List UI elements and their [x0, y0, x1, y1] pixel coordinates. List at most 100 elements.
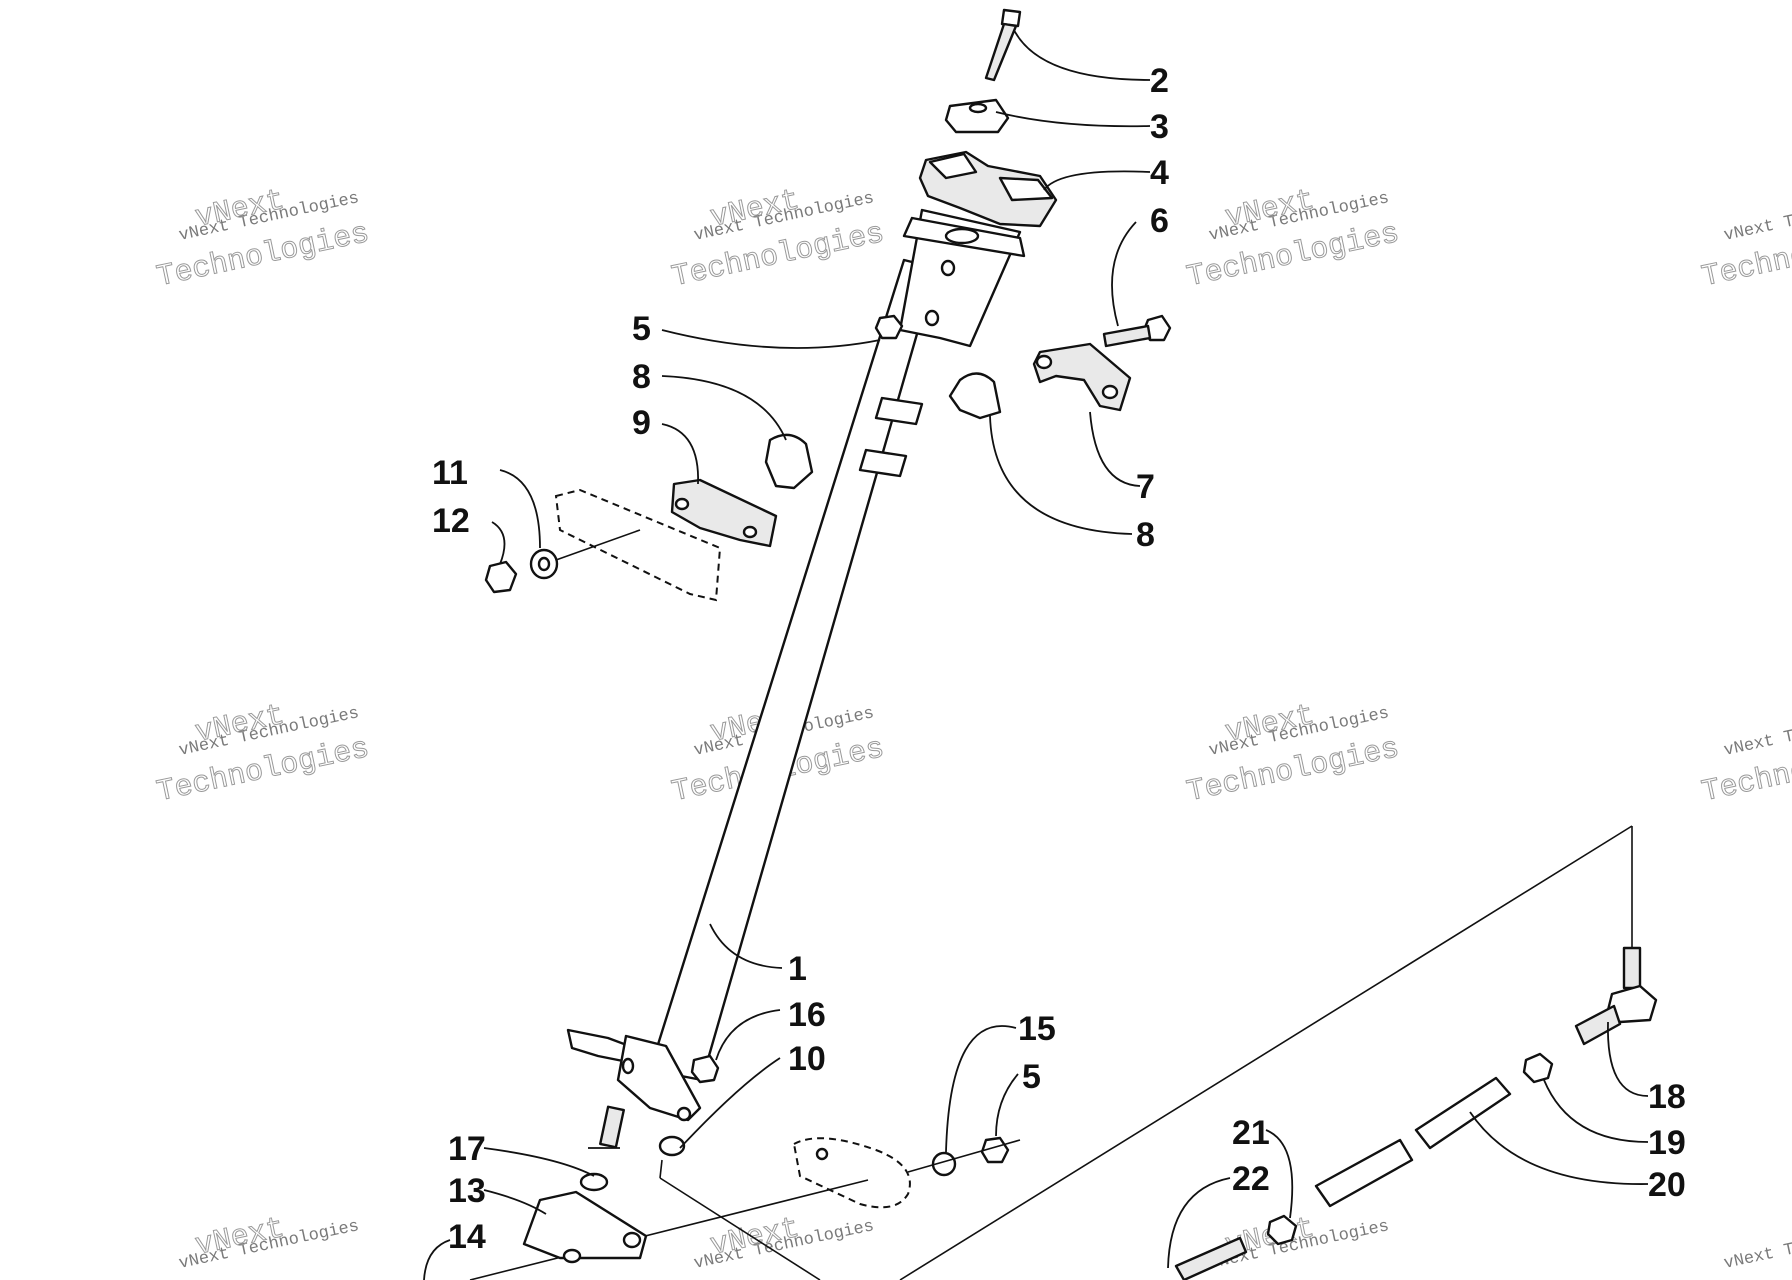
callout-5: 5: [1022, 1058, 1041, 1096]
chassis-plate-reference: [792, 1137, 911, 1209]
callout-14: 14: [448, 1218, 486, 1256]
part-5-nut-lower: [980, 1136, 1010, 1164]
part-15-washer: [931, 1151, 957, 1177]
plate-hole: [815, 1147, 829, 1161]
watermark: vNext Technologies Technologies: [1698, 189, 1792, 296]
plate-hole: [562, 1248, 582, 1264]
watermark: vNext Technologies Technologies vNext: [153, 183, 372, 295]
leader-line: [945, 1025, 1017, 1153]
watermark: vNext Technologies Technologies vNext: [668, 183, 887, 295]
callout-13: 13: [448, 1172, 486, 1210]
cap-hole: [674, 497, 690, 511]
bearing-cap: [1032, 342, 1132, 412]
callout-10: 10: [788, 1040, 826, 1078]
leader-line: [661, 375, 787, 441]
callout-19: 19: [1648, 1124, 1686, 1162]
plate-hole: [622, 1231, 642, 1249]
block-top-left: [928, 152, 978, 180]
bolt-head: [1000, 8, 1022, 28]
leader-line: [1543, 1079, 1649, 1143]
callout-8: 8: [632, 358, 651, 396]
leader-line: [1089, 411, 1141, 487]
leader-line: [1469, 1111, 1649, 1185]
part-10-washer: [658, 1135, 686, 1157]
part-16-nut: [690, 1054, 720, 1084]
leader-line: [715, 1009, 781, 1061]
part-13-bracket-plate: [522, 1190, 648, 1264]
chassis-bracket-reference: [554, 488, 722, 602]
callout-11: 11: [432, 454, 468, 492]
leader-line: [1013, 29, 1151, 81]
watermark: vNext Technologies vNext: [177, 1211, 361, 1273]
leader-line: [995, 1073, 1019, 1137]
callout-21: 21: [1232, 1114, 1270, 1152]
callout-2: 2: [1150, 62, 1169, 100]
watermark: vNext Technologies vNext: [692, 1211, 876, 1273]
washer-hole: [537, 556, 551, 572]
leader-line: [709, 923, 783, 969]
part-5-nut: [874, 314, 904, 340]
shaft-bushing-ring: [874, 396, 924, 426]
bracket-hole: [676, 1106, 692, 1122]
assembly-lines: [469, 825, 1633, 1280]
leader-line: [499, 469, 541, 549]
leader-line: [1043, 170, 1151, 191]
watermark: vNext Technologies vNext: [1207, 1211, 1391, 1273]
part-20-tie-rod-sleeve: [1414, 1076, 1512, 1150]
cap-hole: [742, 525, 758, 539]
assembly-line: [899, 825, 1633, 1280]
part-22-rod-end-thread: [1174, 1236, 1248, 1280]
callout-9: 9: [632, 404, 651, 442]
callout-8: 8: [1136, 516, 1155, 554]
assembly-line: [907, 1139, 1021, 1173]
callout-18: 18: [1648, 1078, 1686, 1116]
clamp-cap: [944, 98, 1010, 134]
callout-7: 7: [1136, 468, 1155, 506]
callout-12: 12: [432, 502, 470, 540]
leader-line: [1111, 221, 1137, 327]
lower-stud: [599, 1105, 625, 1149]
part-21-nut: [1266, 1214, 1298, 1246]
part-8-bushing-left: [764, 433, 814, 490]
watermark-text: vNext Technologies: [1722, 189, 1792, 246]
bolt-shank: [1102, 324, 1152, 348]
assembly-line: [659, 1177, 821, 1280]
watermark: vNext Technologies Technologies vNext: [1183, 698, 1402, 810]
part-2-bolt: [984, 8, 1022, 82]
callout-labels: 2 3 4 6 5 8 9 11 12 7 8 1 16 10 15 5 17 …: [432, 62, 1686, 1256]
part-3-clamp-cap: [944, 98, 1010, 134]
watermark-text: vNext Technologies: [1722, 704, 1792, 761]
callout-5: 5: [632, 310, 651, 348]
watermark: vNext Technologies: [1722, 1217, 1792, 1274]
callout-1: 1: [788, 950, 807, 988]
cap-hole: [1101, 384, 1119, 400]
leader-line: [661, 329, 881, 349]
cap-hole: [968, 102, 988, 114]
plate-hole: [944, 227, 980, 245]
watermark-text: vNext Technologies: [1722, 1217, 1792, 1274]
leader-line: [1607, 1021, 1649, 1097]
part-9-lower-cap: [670, 478, 778, 548]
leader-line: [679, 1057, 781, 1149]
leader-line: [483, 1147, 595, 1177]
lower-cap-block: [670, 478, 778, 548]
part-17-washer: [579, 1172, 609, 1192]
watermark: vNext Technologies Technologies vNext: [1183, 183, 1402, 295]
callout-16: 16: [788, 996, 826, 1034]
leader-line: [491, 521, 506, 565]
callout-6: 6: [1150, 202, 1169, 240]
part-4-handlebar-block: [918, 150, 1058, 228]
shaft-bushing-ring: [858, 448, 908, 478]
block-top-right: [998, 176, 1054, 202]
assembly-line: [659, 1159, 663, 1179]
part-20-tie-rod-tube: [1314, 1138, 1414, 1208]
leader-line: [1167, 1177, 1231, 1269]
leader-lines: [423, 29, 1649, 1280]
callout-4: 4: [1150, 154, 1169, 192]
callout-17: 17: [448, 1130, 486, 1168]
assembly-line: [469, 1179, 869, 1280]
cap-hole: [1035, 354, 1053, 370]
callout-22: 22: [1232, 1160, 1270, 1198]
